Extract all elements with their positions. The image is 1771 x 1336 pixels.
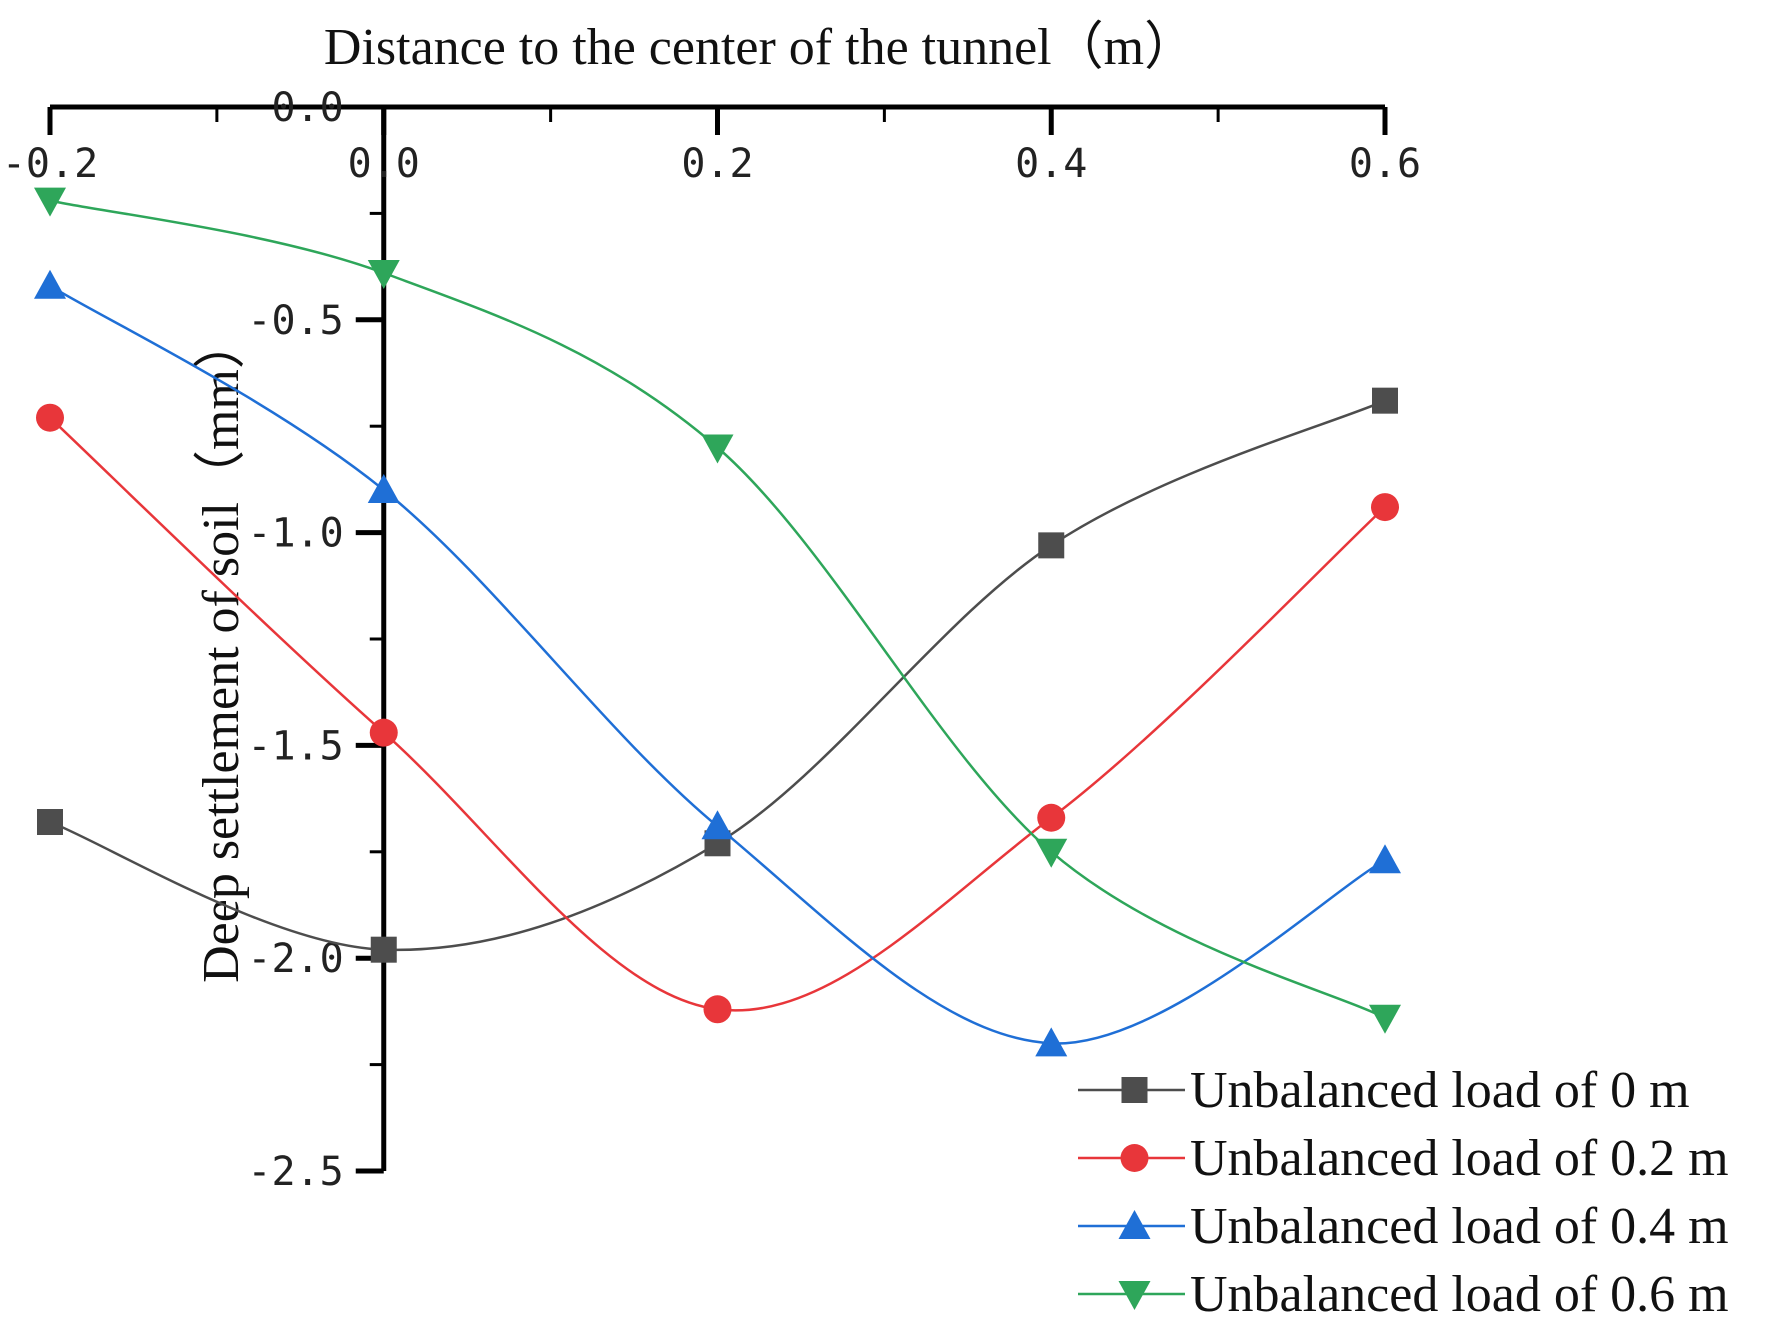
legend-item: Unbalanced load of 0 m — [1078, 1062, 1690, 1119]
data-point — [37, 809, 63, 836]
legend-item: Unbalanced load of 0.2 m — [1078, 1130, 1729, 1187]
data-point — [703, 995, 732, 1024]
axes-group: -0.2 0.0 0.2 0.4 0.6 0.0 -0.5 -1.0 -1.5 -2.0 -2.5 — [2, 85, 1421, 1195]
data-point — [1372, 387, 1398, 414]
legend-marker — [1118, 1210, 1151, 1239]
y-tick-label: -2.0 — [247, 936, 343, 982]
y-tick-label: -0.5 — [247, 298, 343, 344]
y-tick-label: 0.0 — [272, 85, 344, 131]
x-tick-label: 0.6 — [1349, 141, 1421, 187]
legend-label: Unbalanced load of 0.4 m — [1190, 1198, 1729, 1255]
legend-item: Unbalanced load of 0.4 m — [1078, 1198, 1729, 1255]
data-point — [701, 434, 734, 464]
series-3 — [34, 269, 1401, 1057]
legend-marker — [1120, 1144, 1149, 1172]
series-line — [49, 199, 1386, 1019]
x-tick-label: 0.2 — [681, 141, 753, 187]
data-point — [1369, 844, 1401, 874]
data-point — [701, 810, 734, 840]
data-point — [367, 474, 400, 504]
data-point — [34, 187, 66, 217]
data-point — [36, 403, 64, 432]
y-tick-label: -2.5 — [247, 1149, 343, 1195]
series-line — [49, 416, 1386, 1012]
legend: Unbalanced load of 0 m Unbalanced load of… — [1078, 1062, 1729, 1323]
legend-marker — [1118, 1281, 1151, 1310]
y-tick-label: -1.5 — [247, 723, 343, 769]
x-tick-label: 0.0 — [348, 141, 420, 187]
data-point — [367, 259, 400, 289]
data-point — [1037, 803, 1066, 832]
data-point — [1371, 493, 1399, 522]
legend-item: Unbalanced load of 0.6 m — [1078, 1266, 1729, 1323]
series-line — [49, 284, 1386, 1045]
series-group — [34, 187, 1401, 1057]
data-point — [1038, 532, 1065, 559]
x-tick-label: 0.4 — [1015, 141, 1087, 187]
series-4 — [34, 187, 1401, 1034]
legend-label: Unbalanced load of 0.2 m — [1190, 1130, 1729, 1187]
y-tick-label: -1.0 — [247, 511, 343, 557]
data-point — [1369, 1004, 1401, 1034]
data-point — [369, 718, 398, 747]
series-line — [49, 399, 1386, 952]
data-point — [34, 269, 66, 299]
data-point — [370, 936, 397, 963]
legend-marker — [1121, 1077, 1148, 1103]
data-point — [1035, 1027, 1068, 1057]
data-point — [1035, 838, 1068, 868]
series-2 — [36, 403, 1399, 1024]
x-tick-label: -0.2 — [2, 141, 98, 187]
legend-label: Unbalanced load of 0 m — [1190, 1062, 1690, 1119]
x-axis-title: Distance to the center of the tunnel（m） — [324, 19, 1196, 76]
legend-label: Unbalanced load of 0.6 m — [1190, 1266, 1729, 1323]
y-axis-title: Deep settlement of soil（mm） — [193, 317, 250, 983]
